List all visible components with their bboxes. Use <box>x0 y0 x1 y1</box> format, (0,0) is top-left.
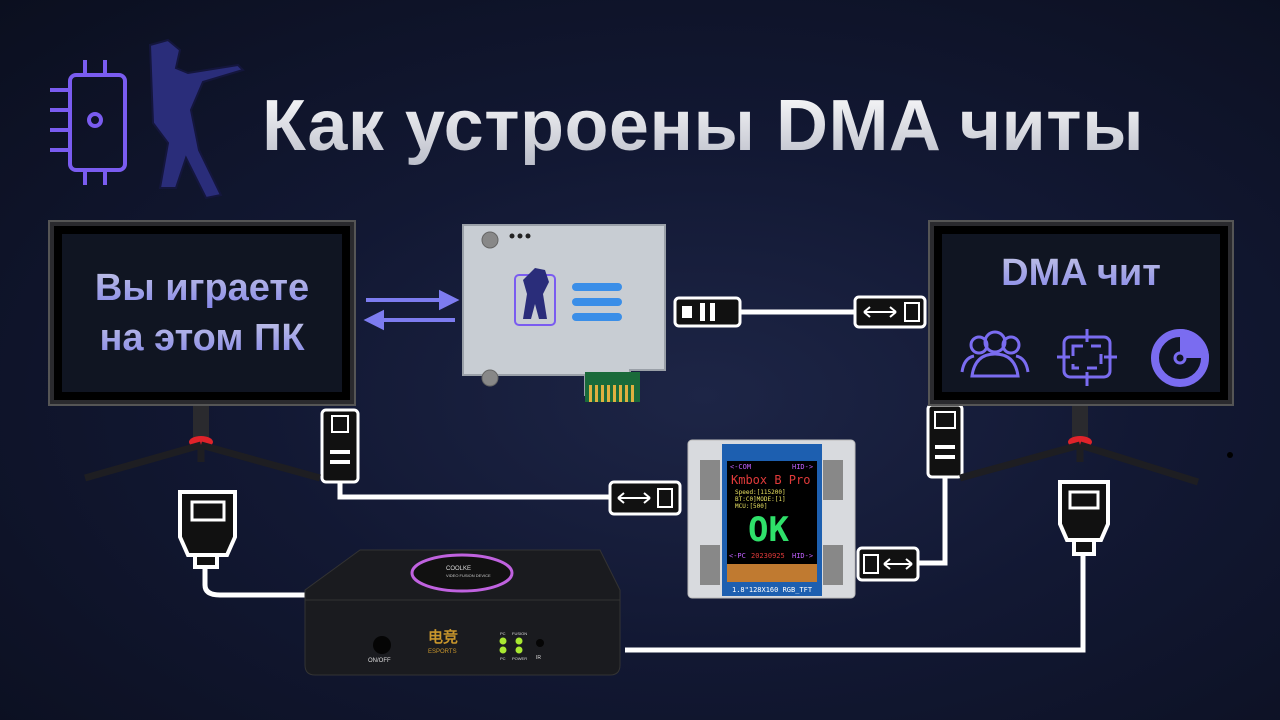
cables <box>202 309 1086 653</box>
right-monitor-screen: DMA чит <box>942 234 1220 392</box>
box-led-label-power: POWER <box>512 656 528 661</box>
dma-pcie-card <box>462 224 666 402</box>
box-ir-label: IR <box>536 655 541 661</box>
box-led-label-pc1: PC <box>500 631 506 636</box>
left-monitor-line2: на этом ПК <box>99 313 304 363</box>
kmbox-pc-label: <-PC <box>729 552 746 560</box>
kmbox-hid-top-label: HID-> <box>792 463 814 471</box>
right-monitor-title: DMA чит <box>1001 248 1161 298</box>
box-power-switch-label: ON/OFF <box>368 658 391 664</box>
left-monitor-screen: Вы играете на этом ПК <box>62 234 342 392</box>
radar-icon <box>1151 329 1209 387</box>
bidirectional-arrows-icon <box>363 289 460 331</box>
box-brand-sub: VIDEO FUSION DEVICE <box>446 573 491 578</box>
kmbox-device <box>687 439 856 599</box>
logo-soldier-chip-icon <box>50 38 245 200</box>
crosshair-icon <box>1057 329 1117 386</box>
kmbox-hid-bottom-label: HID-> <box>792 552 814 560</box>
box-led-label-pc2: PC <box>500 656 506 661</box>
left-monitor-line1: Вы играете <box>95 263 309 313</box>
kmbox-com-label: <-COM <box>730 463 752 471</box>
usb-connector <box>320 295 964 582</box>
box-logo-cn: 电竞 <box>428 629 459 646</box>
monitor-stand <box>84 400 1200 486</box>
kmbox-date: 20230925 <box>751 552 785 560</box>
box-logo-en: ESPORTS <box>428 649 457 655</box>
kmbox-mcu: MCU:[500] <box>735 503 768 510</box>
kmbox-title: Kmbox B Pro <box>731 473 811 487</box>
kmbox-display-label: 1.8"128X160 RGB_TFT <box>732 586 813 594</box>
users-icon <box>960 330 1030 378</box>
video-fusion-box <box>304 549 621 676</box>
hdmi-connector <box>178 480 1110 569</box>
box-brand: COOLKE <box>446 566 472 572</box>
box-led-label-fusion: FUSION <box>512 631 528 636</box>
kmbox-bt: BT:C0]MODE:[1] <box>735 496 786 503</box>
right-monitor: DMA чит <box>930 222 1232 404</box>
left-monitor: Вы играете на этом ПК <box>50 222 354 404</box>
kmbox-ok-status: OK <box>748 510 789 550</box>
page-title: Как устроены DMA читы <box>262 86 1145 166</box>
kmbox-speed: Speed:[115200] <box>735 489 786 496</box>
